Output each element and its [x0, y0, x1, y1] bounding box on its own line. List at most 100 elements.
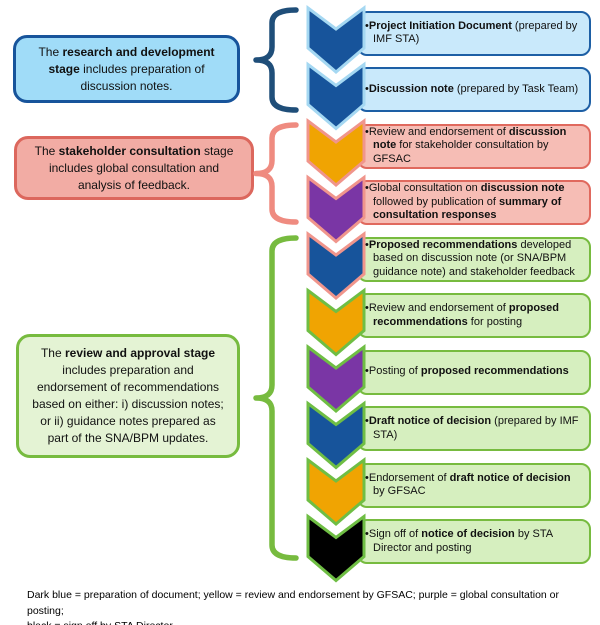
- chevron-step-7-purple: [306, 344, 366, 413]
- stage-box-line: The review and approval stage: [19, 345, 237, 362]
- step-box-discussion-note: •Discussion note (prepared by Task Team): [357, 67, 591, 112]
- stage-box-line: includes preparation and: [19, 362, 237, 379]
- bullet: •: [365, 365, 369, 378]
- text-segment: proposed recommendations: [420, 365, 569, 378]
- step-box-review-endorsement-discussion-note: •Review and endorsement of discussion no…: [357, 123, 591, 169]
- bullet: •: [365, 238, 369, 251]
- text-segment: The: [40, 346, 65, 360]
- text-segment: part of the SNA/BPM updates.: [47, 431, 209, 445]
- step-box-proposed-recommendations-developed: •Proposed recommendations developed base…: [357, 236, 591, 282]
- legend-line-2: black = sign off by STA Director: [27, 619, 579, 625]
- text-segment: for stakeholder consultation by GFSAC: [373, 139, 549, 165]
- stage-box-line: or ii) guidance notes prepared as: [19, 413, 237, 430]
- stage-box-line: analysis of feedback.: [17, 177, 251, 194]
- bullet: •: [365, 415, 369, 427]
- text-segment: stage: [200, 143, 234, 158]
- text-segment: for posting: [467, 315, 523, 328]
- text-segment: or ii) guidance notes prepared as: [40, 414, 216, 428]
- text-segment: endorsement of recommendations: [36, 380, 220, 394]
- chevron-step-9-orange: [306, 457, 366, 526]
- chevron-step-3-orange: [306, 118, 366, 187]
- step-box-review-endorsement-proposed-recommendations: •Review and endorsement of proposed reco…: [357, 293, 591, 338]
- text-segment: includes global consultation and: [48, 160, 220, 175]
- text-segment: summary of consultation responses: [373, 195, 562, 222]
- chevron-step-1-dark-blue: [306, 5, 366, 74]
- step-text: •Review and endorsement of proposed reco…: [359, 300, 589, 331]
- step-text: •Global consultation on discussion note …: [359, 180, 589, 225]
- text-segment: Discussion note: [368, 82, 454, 95]
- brace-stakeholder-consultation: [253, 122, 299, 225]
- stage-box-line: The research and development: [16, 44, 237, 61]
- text-segment: The: [38, 44, 63, 59]
- text-segment: discussion note: [373, 125, 567, 152]
- text-segment: discussion notes.: [80, 78, 173, 93]
- bullet: •: [365, 82, 369, 95]
- text-segment: stage: [48, 61, 80, 76]
- brace-review-approval: [253, 235, 299, 561]
- text-segment: Review and endorsement of: [368, 125, 509, 138]
- text-segment: (prepared by IMF STA): [373, 415, 579, 441]
- stage-box-line: stage includes preparation of: [16, 61, 237, 78]
- text-segment: The: [34, 143, 59, 158]
- step-text: •Draft notice of decision (prepared by I…: [359, 413, 589, 444]
- text-segment: review and approval stage: [64, 346, 216, 360]
- stage-box-line: The stakeholder consultation stage: [17, 143, 251, 160]
- text-segment: research and development: [62, 44, 215, 59]
- text-segment: developed based on discussion note (or S…: [373, 238, 575, 278]
- text-segment: Endorsement of: [368, 471, 450, 484]
- step-text: •Proposed recommendations developed base…: [359, 237, 589, 282]
- text-segment: includes preparation and: [62, 363, 194, 377]
- text-segment: Sign off of: [368, 528, 422, 540]
- text-segment: Global consultation on: [368, 182, 481, 195]
- text-segment: by GFSAC: [373, 485, 426, 497]
- chevron-step-6-orange: [306, 287, 366, 357]
- bullet: •: [365, 471, 369, 484]
- text-segment: Review and endorsement of: [368, 302, 509, 314]
- text-segment: notice of decision: [421, 528, 515, 540]
- bullet: •: [365, 302, 369, 314]
- step-text: •Review and endorsement of discussion no…: [359, 124, 589, 169]
- chevron-step-8-dark-blue: [306, 400, 366, 470]
- text-segment: proposed recommendations: [373, 302, 560, 328]
- step-box-draft-notice-of-decision: •Draft notice of decision (prepared by I…: [357, 406, 591, 451]
- text-segment: discussion note: [480, 182, 565, 195]
- step-box-global-consultation: •Global consultation on discussion note …: [357, 180, 591, 225]
- legend-line-1: Dark blue = preparation of document; yel…: [27, 589, 560, 617]
- text-segment: followed by publication of: [373, 195, 499, 208]
- text-segment: Project Initiation Document: [368, 19, 512, 32]
- text-segment: (prepared by IMF STA): [373, 19, 578, 46]
- step-text: •Project Initiation Document (prepared b…: [359, 18, 589, 49]
- text-segment: stakeholder consultation: [58, 143, 201, 158]
- brace-research-development: [253, 7, 299, 113]
- stage-box-line: includes global consultation and: [17, 160, 251, 177]
- stage-box-line: part of the SNA/BPM updates.: [19, 430, 237, 447]
- stage-box-line: discussion notes.: [16, 78, 237, 95]
- step-text: •Sign off of notice of decision by STA D…: [359, 526, 589, 557]
- step-box-sign-off-notice-of-decision: •Sign off of notice of decision by STA D…: [357, 519, 591, 564]
- text-segment: Posting of: [368, 365, 421, 378]
- bullet: •: [365, 125, 369, 138]
- legend: Dark blue = preparation of document; yel…: [27, 588, 579, 625]
- text-segment: Draft notice of decision: [368, 415, 492, 427]
- text-segment: includes preparation of: [79, 61, 205, 76]
- bullet: •: [365, 19, 369, 32]
- text-segment: Proposed recommendations: [368, 238, 518, 251]
- step-box-endorsement-draft-notice-of-decision: •Endorsement of draft notice of decision…: [357, 462, 591, 508]
- chevron-step-4-purple: [306, 174, 366, 244]
- step-box-project-initiation-document: •Project Initiation Document (prepared b…: [357, 10, 591, 56]
- stage-box-line: based on either: i) discussion notes;: [19, 396, 237, 413]
- text-segment: based on either: i) discussion notes;: [32, 397, 224, 411]
- chevron-step-10-black: [306, 513, 366, 583]
- bullet: •: [365, 528, 369, 540]
- text-segment: analysis of feedback.: [77, 177, 191, 192]
- step-text: •Endorsement of draft notice of decision…: [359, 470, 589, 501]
- chevron-step-2-dark-blue: [306, 61, 366, 131]
- text-segment: by STA Director and posting: [373, 528, 553, 554]
- step-text: •Posting of proposed recommendations: [359, 363, 589, 381]
- step-box-posting-proposed-recommendations: •Posting of proposed recommendations: [357, 349, 591, 395]
- step-text: •Discussion note (prepared by Task Team): [359, 81, 589, 99]
